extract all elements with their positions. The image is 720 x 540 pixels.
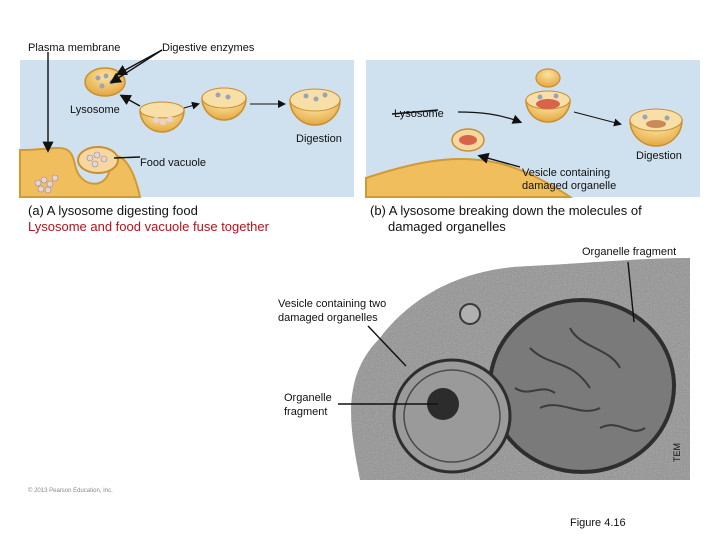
plasma-membrane-label: Plasma membrane	[28, 42, 121, 54]
damaged-organelle-vesicle	[451, 128, 485, 152]
caption-a-title: (a) A lysosome digesting food	[28, 203, 198, 218]
lysosome-b0	[535, 68, 561, 88]
digestion-label-b: Digestion	[636, 150, 682, 162]
figure-number: Figure 4.16	[570, 517, 626, 529]
food-vacuole-label: Food vacuole	[140, 157, 207, 169]
caption-b-title-1: (b) A lysosome breaking down the molecul…	[370, 203, 642, 218]
digestive-enzymes-label: Digestive enzymes	[162, 42, 255, 54]
food-particles	[34, 174, 59, 194]
food-vacuole-a	[77, 146, 119, 174]
copyright-text: © 2013 Pearson Education, Inc.	[28, 488, 113, 494]
caption-a-subtitle: Lysosome and food vacuole fuse together	[28, 219, 269, 234]
lysosome-a4	[289, 88, 341, 126]
vesicle-damaged-label-2: damaged organelle	[522, 180, 617, 192]
organelle-fragment-top-label: Organelle fragment	[582, 246, 677, 258]
plasma-membrane-b	[365, 157, 574, 198]
lysosome-a2	[139, 101, 185, 133]
lysosome-label-b: Lysosome	[394, 108, 444, 120]
vesicle-damaged-label-1: Vesicle containing	[522, 167, 611, 179]
lysosome-label-a: Lysosome	[70, 104, 120, 116]
lysosome-a3	[201, 87, 247, 121]
tem-micrograph	[351, 258, 690, 480]
lysosome-b2	[629, 108, 683, 147]
organelle-fragment-label-2: fragment	[284, 406, 328, 418]
pointer-lines	[42, 49, 521, 168]
vesicle-two-label-2: damaged organelles	[278, 312, 378, 324]
caption-b-title-2: damaged organelles	[388, 219, 506, 234]
organelle-fragment-label-1: Organelle	[284, 392, 332, 404]
digestion-label-a: Digestion	[296, 133, 342, 145]
vesicle-two-label-1: Vesicle containing two	[278, 298, 387, 310]
lysosome-b1	[525, 90, 571, 123]
